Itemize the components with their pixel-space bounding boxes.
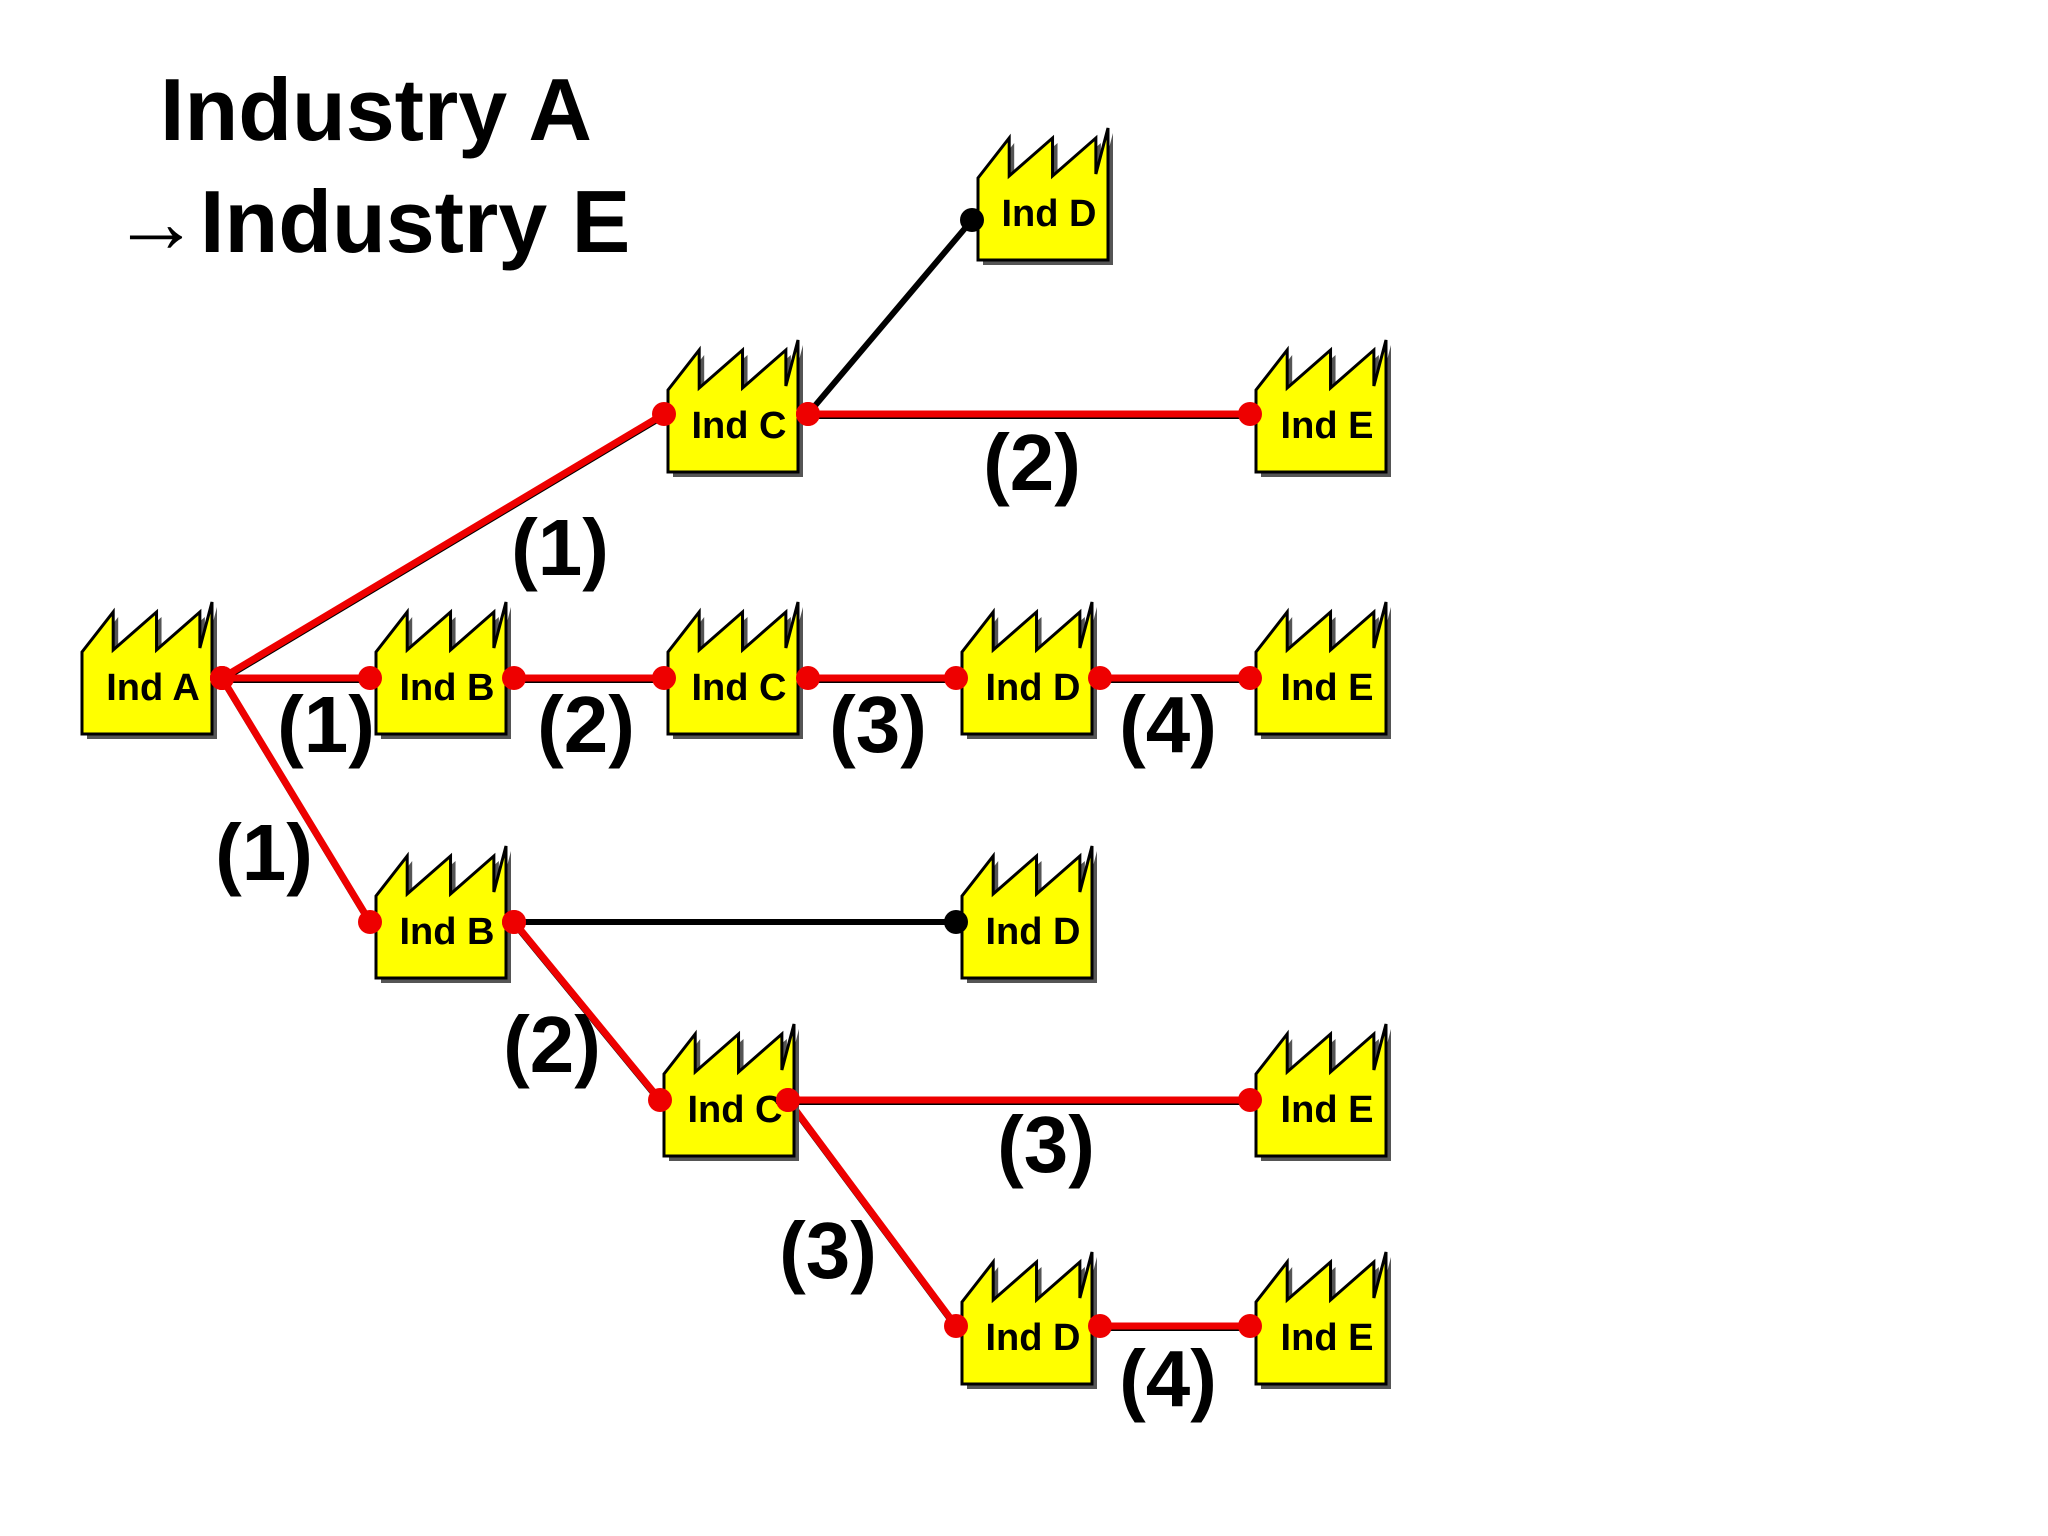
factory-icon — [666, 601, 800, 736]
factory-label: Ind B — [400, 911, 495, 953]
factory-label: Ind D — [1002, 193, 1097, 235]
step-label-c3e3: (3) — [997, 1100, 1095, 1189]
edges-layer — [219, 218, 1250, 1331]
step-label-c2d2: (3) — [829, 680, 927, 769]
step-label-ab3: (1) — [215, 808, 313, 897]
step-label-ab2: (1) — [277, 680, 375, 769]
endpoint-dot — [358, 666, 382, 690]
factory-node-d1: Ind D — [976, 127, 1113, 265]
factory-icon — [1254, 1251, 1388, 1386]
endpoint-dot — [1238, 1314, 1262, 1338]
endpoint-dot — [1088, 666, 1112, 690]
endpoint-dot — [776, 1088, 800, 1112]
factory-node-d3: Ind D — [960, 845, 1097, 983]
factory-label: Ind D — [986, 1317, 1081, 1359]
endpoint-dot — [210, 666, 234, 690]
endpoint-dot — [944, 666, 968, 690]
step-label-b3c3: (2) — [503, 1000, 601, 1089]
factory-label: Ind D — [986, 667, 1081, 709]
endpoint-dot — [358, 910, 382, 934]
factory-node-d2: Ind D — [960, 601, 1097, 739]
factory-label: Ind C — [692, 667, 787, 709]
factory-node-d4: Ind D — [960, 1251, 1097, 1389]
title-line-1: Industry A — [160, 60, 592, 159]
endpoint-dot — [648, 1088, 672, 1112]
step-labels-layer: (1) (2) (1) (2) (3) (4) (1) (2) (3) (3) (4) — [215, 418, 1217, 1423]
factory-icon — [1254, 1023, 1388, 1158]
edge-b3-c3 — [511, 919, 663, 1103]
factory-label: Ind B — [400, 667, 495, 709]
factory-node-b2: Ind B — [374, 601, 511, 739]
factory-icon — [976, 127, 1110, 262]
endpoint-dots-layer — [210, 208, 1262, 1338]
factory-label: Ind C — [692, 405, 787, 447]
factory-node-e3: Ind E — [1254, 1023, 1391, 1161]
factory-icon — [80, 601, 214, 736]
step-label-c3d4: (3) — [779, 1206, 877, 1295]
factory-node-c3: Ind C — [662, 1023, 799, 1161]
factory-icon — [374, 601, 508, 736]
factory-icon — [1254, 339, 1388, 474]
endpoint-dot — [1238, 1088, 1262, 1112]
step-label-d2e2: (4) — [1119, 680, 1217, 769]
factory-label: Ind E — [1281, 1317, 1374, 1359]
factory-icon — [374, 845, 508, 980]
factory-icon — [960, 1251, 1094, 1386]
factory-node-a: Ind A — [80, 601, 217, 739]
endpoint-dot — [502, 666, 526, 690]
step-label-b2c2: (2) — [537, 680, 635, 769]
factory-node-c2: Ind C — [666, 601, 803, 739]
factory-icon — [960, 845, 1094, 980]
edge-a-c1 — [220, 410, 666, 682]
step-label-d4e4: (4) — [1119, 1334, 1217, 1423]
factory-icon — [1254, 601, 1388, 736]
factory-label: Ind E — [1281, 405, 1374, 447]
edge-a-b3 — [219, 676, 373, 924]
endpoint-dot — [1238, 402, 1262, 426]
factory-label: Ind D — [986, 911, 1081, 953]
factory-label: Ind E — [1281, 667, 1374, 709]
title-line-2: →Industry E — [112, 172, 630, 271]
endpoint-dot — [960, 208, 984, 232]
factory-icon — [960, 601, 1094, 736]
factory-node-e4: Ind E — [1254, 1251, 1391, 1389]
endpoint-dot — [652, 666, 676, 690]
factory-node-c1: Ind C — [666, 339, 803, 477]
factory-icon — [662, 1023, 796, 1158]
endpoint-dot — [652, 402, 676, 426]
factory-label: Ind A — [106, 667, 200, 709]
nodes-layer: Ind A Ind C Ind D Ind E Ind B Ind C Ind D Ind E… — [80, 127, 1391, 1389]
endpoint-dot — [944, 910, 968, 934]
endpoint-dot — [1088, 1314, 1112, 1338]
endpoint-dot — [796, 666, 820, 690]
edge-c3-d4 — [785, 1097, 959, 1329]
endpoint-dot — [502, 910, 526, 934]
step-label-ac1: (1) — [511, 503, 609, 592]
factory-icon — [666, 339, 800, 474]
step-label-c1e1: (2) — [983, 418, 1081, 507]
factory-node-b3: Ind B — [374, 845, 511, 983]
edge-c1-d1 — [805, 218, 975, 416]
factory-node-e1: Ind E — [1254, 339, 1391, 477]
endpoint-dot — [1238, 666, 1262, 690]
factory-label: Ind C — [688, 1089, 783, 1131]
endpoint-dot — [796, 402, 820, 426]
factory-label: Ind E — [1281, 1089, 1374, 1131]
factory-node-e2: Ind E — [1254, 601, 1391, 739]
endpoint-dot — [944, 1314, 968, 1338]
